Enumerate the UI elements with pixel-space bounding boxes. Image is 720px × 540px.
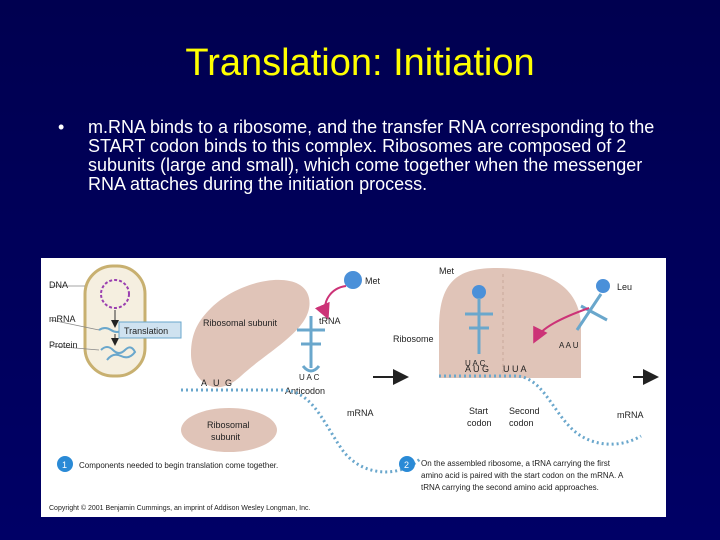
trna-3 [577, 294, 607, 330]
met-ball-2 [472, 285, 486, 299]
bullet-item: • m.RNA binds to a ribosome, and the tra… [58, 118, 678, 194]
mrna-label-1: mRNA [347, 408, 374, 418]
small-ribosomal-subunit [181, 408, 277, 452]
met-ball-1 [344, 271, 362, 289]
dna-label: DNA [49, 280, 68, 290]
cell-inset: DNA mRNA Protein Translation [49, 266, 181, 376]
slide-title: Translation: Initiation [0, 40, 720, 86]
step-number-2: 2 [404, 460, 409, 470]
start-codon-label-2: codon [467, 418, 492, 428]
trna-label: tRNA [319, 316, 341, 326]
caption-2-line1: On the assembled ribosome, a tRNA carryi… [421, 459, 611, 468]
copyright: Copyright © 2001 Benjamin Cummings, an i… [49, 504, 310, 512]
second-codon-label-1: Second [509, 406, 540, 416]
codon-g: G [225, 378, 232, 388]
protein-label: Protein [49, 340, 78, 350]
met-arrow [325, 286, 346, 316]
leu-label: Leu [617, 282, 632, 292]
bullet-text: m.RNA binds to a ribosome, and the trans… [88, 118, 678, 194]
caption-2-line3: tRNA carrying the second amino acid appr… [421, 483, 599, 492]
figure-diagram: DNA mRNA Protein Translation Ribosomal s… [41, 258, 666, 517]
assembled-ribosome [439, 268, 581, 378]
met-label-1: Met [365, 276, 381, 286]
anticodon-letters-1: U A C [299, 373, 320, 382]
codon-a: A [201, 378, 207, 388]
translation-figure: DNA mRNA Protein Translation Ribosomal s… [41, 258, 666, 517]
bullet-dot: • [58, 118, 64, 137]
caption-2-line2: amino acid is paired with the start codo… [421, 471, 624, 480]
translation-label: Translation [124, 326, 168, 336]
codon1-letters: A U G [465, 364, 489, 374]
codon-u: U [213, 378, 220, 388]
start-codon-label-1: Start [469, 406, 489, 416]
second-codon-label-2: codon [509, 418, 534, 428]
small-subunit-label-1: Ribosomal [207, 420, 250, 430]
small-subunit-label-2: subunit [211, 432, 241, 442]
codon2-letters: U U A [503, 364, 527, 374]
large-ribosomal-subunit [191, 280, 310, 387]
mrna-label-2: mRNA [617, 410, 644, 420]
leu-ball [596, 279, 610, 293]
anticodon-letters-2: A A U [559, 341, 579, 350]
step-number-1: 1 [62, 460, 67, 470]
ribosome-label: Ribosome [393, 334, 434, 344]
large-subunit-label: Ribosomal subunit [203, 318, 278, 328]
panel-2: Ribosome Met Leu A A U U A C A U G U U A… [393, 266, 655, 492]
mrna-label-cell: mRNA [49, 314, 76, 324]
caption-1: Components needed to begin translation c… [79, 461, 278, 470]
met-label-2: Met [439, 266, 455, 276]
